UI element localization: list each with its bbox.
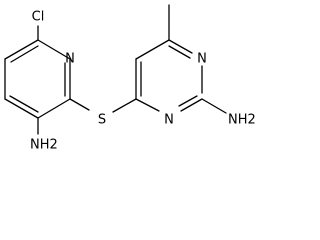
- pyrimidine-nitrogen-bottom-label: N: [164, 113, 174, 128]
- pyrimidine-ring: [112, 4, 227, 114]
- bond: [180, 98, 203, 112]
- bond: [9, 95, 39, 113]
- pyridine-ring: [4, 25, 90, 135]
- pyridine-nitrogen-label: N: [65, 52, 75, 67]
- bond: [135, 39, 170, 60]
- sulfur-label: S: [98, 113, 106, 128]
- pyrimidine-nitrogen-top-label: N: [197, 52, 207, 67]
- bond: [135, 98, 160, 112]
- bond: [112, 98, 137, 113]
- chlorine-label: Cl: [32, 10, 45, 25]
- bond: [37, 39, 71, 60]
- bond: [168, 45, 191, 59]
- pyrimidine-amine-label: NH2: [228, 113, 256, 128]
- bond: [37, 98, 71, 119]
- pyridine-amine-label: NH2: [30, 138, 58, 153]
- bond: [10, 45, 39, 63]
- bond: [178, 95, 198, 107]
- bond: [201, 98, 227, 114]
- bond: [4, 39, 39, 60]
- bond: [168, 39, 193, 54]
- molecule-structure: Cl N S N N NH2 NH2: [4, 4, 256, 153]
- bond: [4, 98, 39, 119]
- bond: [69, 98, 90, 111]
